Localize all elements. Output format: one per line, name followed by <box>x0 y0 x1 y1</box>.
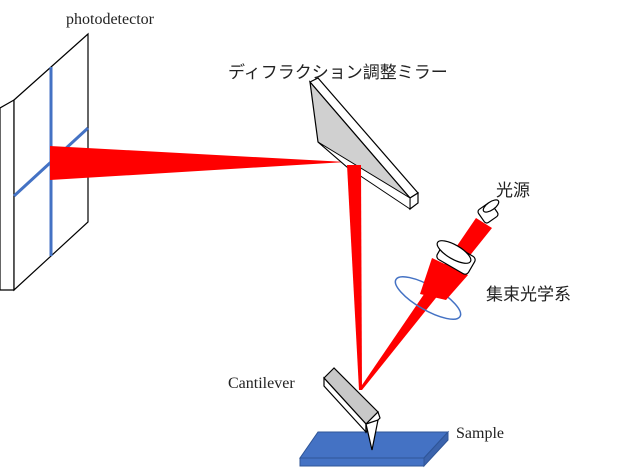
photodetector-side <box>0 98 15 291</box>
light-source-label: 光源 <box>496 181 530 201</box>
laser-in-lens <box>420 258 468 300</box>
focusing-optics-label: 集束光学系 <box>486 285 571 305</box>
mirror-label: ディフラクション調整ミラー <box>228 62 448 83</box>
lens-top <box>436 240 472 264</box>
sample-front <box>299 457 425 467</box>
laser-beam-vertical <box>347 165 362 390</box>
laser-beam-incident <box>360 218 492 390</box>
adjustment-mirror <box>309 77 419 211</box>
focusing-optics <box>394 240 476 320</box>
sample-label: Sample <box>456 425 504 442</box>
mirror-bottom-edge <box>317 141 411 210</box>
cylinder-icon <box>477 199 500 224</box>
lens-icon <box>436 240 476 275</box>
cantilever-tip <box>365 419 379 451</box>
laser-beam-reflected <box>50 146 346 180</box>
cantilever <box>323 367 381 451</box>
photodetector-label: photodetector <box>66 11 155 28</box>
cantilever-label: Cantilever <box>228 375 295 392</box>
sample <box>299 430 450 468</box>
light-source-cap <box>482 199 500 213</box>
sample-side <box>423 430 449 468</box>
